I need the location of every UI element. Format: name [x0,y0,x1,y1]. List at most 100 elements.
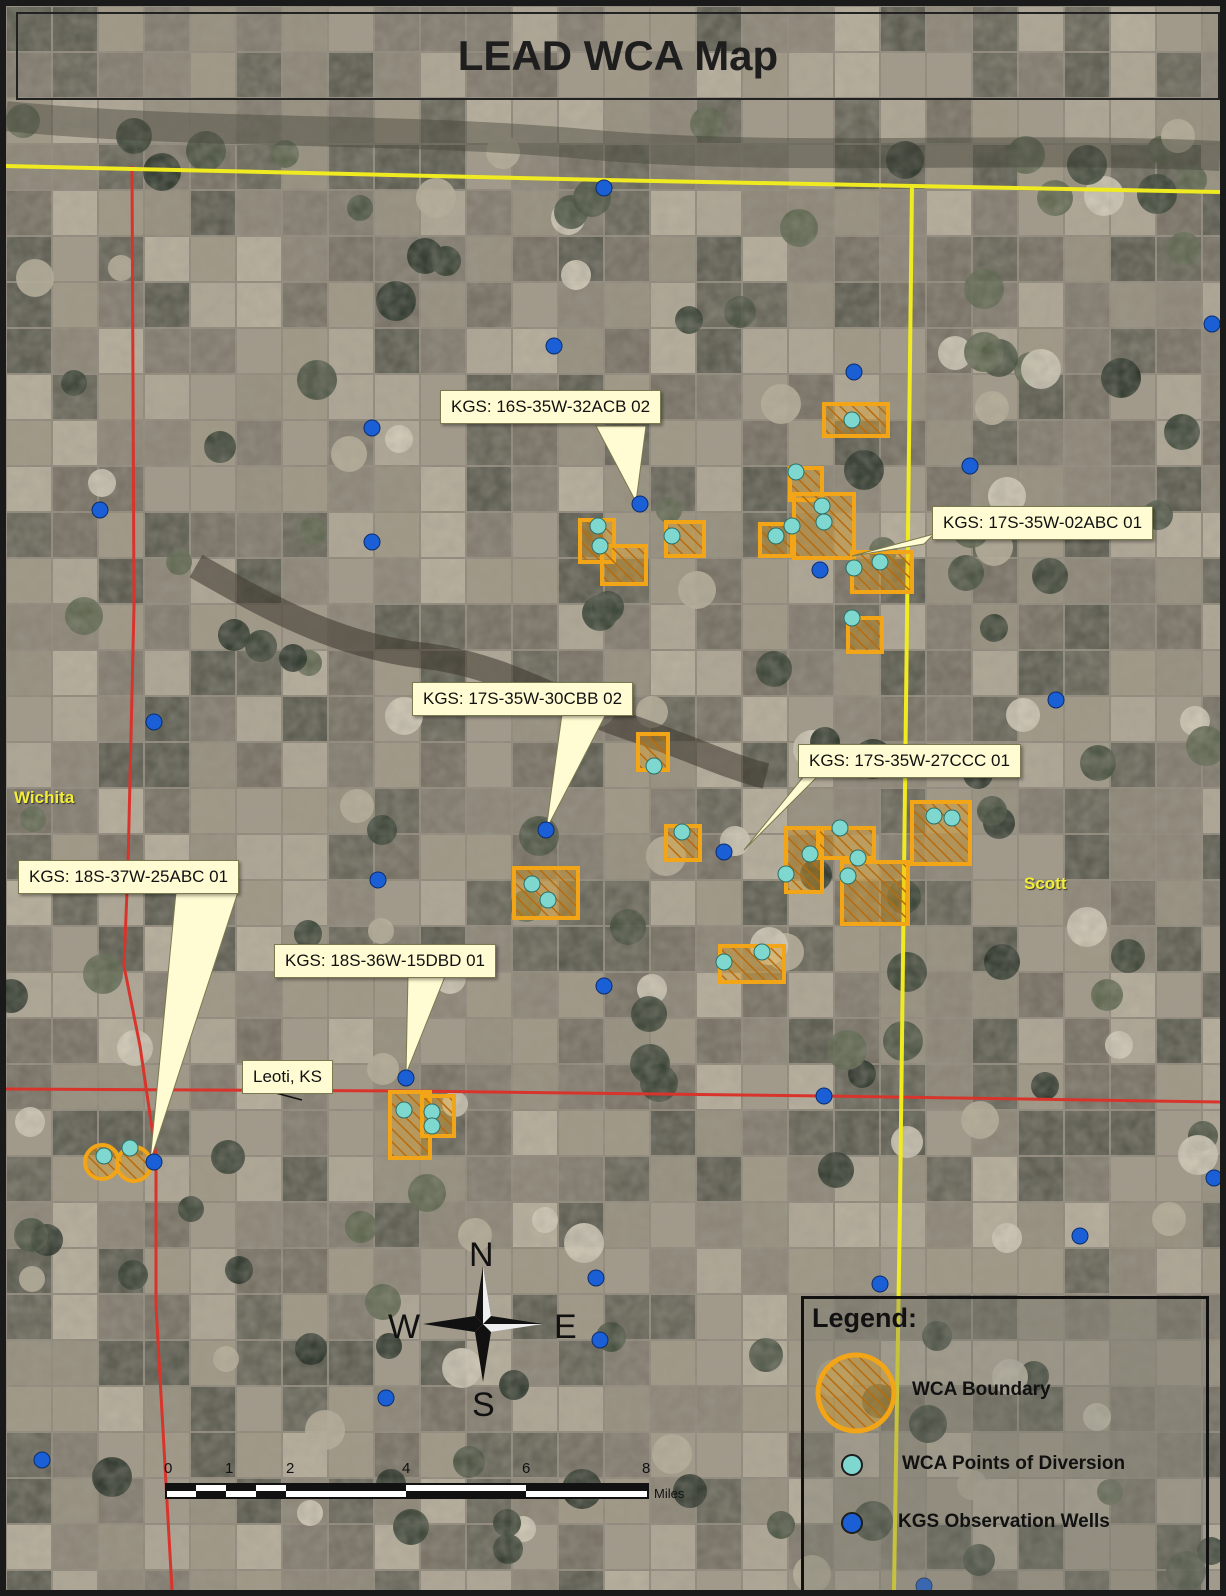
legend-label-points-of-diversion: WCA Points of Diversion [902,1453,1126,1474]
observation-well [1203,315,1220,333]
legend-label-observation-wells: KGS Observation Wells [898,1511,1110,1532]
diversion-point [591,537,609,555]
diversion-point [831,819,849,837]
map-title-box: LEAD WCA Map [16,12,1220,100]
callout-leader [851,533,936,557]
town-label-leoti: Leoti, KS [242,1060,333,1094]
scale-tick-6: 6 [522,1460,531,1477]
diversion-point [539,891,557,909]
blue-point-icon [841,1512,863,1534]
scale-unit-label: Miles [654,1486,685,1501]
observation-well [33,1451,51,1469]
diversion-point [673,823,691,841]
diversion-point [645,757,663,775]
diversion-point [845,559,863,577]
observation-well [1205,1169,1220,1187]
compass-west-label: W [388,1308,421,1346]
observation-well [845,363,863,381]
diversion-point [783,517,801,535]
creek-valley [189,554,770,789]
observation-well [91,501,109,519]
observation-well [537,821,555,839]
diversion-point [95,1147,113,1165]
river-valley [6,101,1220,171]
diversion-point [849,849,867,867]
compass-east-label: E [554,1308,577,1346]
diversion-point [943,809,961,827]
callout-leaders [149,425,936,1163]
county-label-wichita: Wichita [14,788,75,807]
observation-wells [33,179,1220,1590]
diversion-point [813,497,831,515]
scale-tick-8: 8 [642,1460,651,1477]
diversion-point [815,513,833,531]
scale-tick-4: 4 [402,1460,411,1477]
diversion-point [663,527,681,545]
observation-well [1047,691,1065,709]
observation-well [595,977,613,995]
diversion-point [843,411,861,429]
observation-well [595,179,613,197]
compass-north-label: N [469,1236,494,1274]
diversion-point [801,845,819,863]
cyan-point-icon [841,1454,863,1476]
observation-well [715,843,733,861]
compass-south-label: S [472,1386,495,1424]
diversion-point [777,865,795,883]
legend-title: Legend: [812,1303,917,1333]
observation-well [397,1069,415,1087]
diversion-point [767,527,785,545]
hatched-orange-circle-icon [815,1352,897,1434]
diversion-point [589,517,607,535]
compass-rose-icon [423,1266,543,1382]
scale-tick-1: 1 [225,1460,234,1477]
diversion-point [715,953,733,971]
highway-north-south [122,165,174,1590]
observation-well [377,1389,395,1407]
observation-well [145,713,163,731]
map-canvas[interactable] [6,6,1220,1590]
observation-well [545,337,563,355]
observation-well [369,871,387,889]
diversion-points [95,411,961,1165]
observation-well [363,419,381,437]
callout-17s-35w-02abc-01[interactable]: KGS: 17S-35W-02ABC 01 [932,506,1154,540]
callout-17s-35w-27ccc-01[interactable]: KGS: 17S-35W-27CCC 01 [798,744,1021,778]
legend-label-wca-boundary: WCA Boundary [912,1379,1051,1400]
observation-well [871,1275,889,1293]
observation-well [591,1331,609,1349]
observation-well [811,561,829,579]
diversion-point [395,1101,413,1119]
diversion-point [925,807,943,825]
terrain-texture [6,6,1220,1590]
callout-18s-36w-15dbd-01[interactable]: KGS: 18S-36W-15DBD 01 [274,944,496,978]
county-line-east [892,185,914,1590]
observation-well [915,1577,933,1590]
observation-well [1071,1227,1089,1245]
callout-leader [595,425,647,504]
observation-well [363,533,381,551]
scale-tick-2: 2 [286,1460,295,1477]
observation-well [961,457,979,475]
diversion-point [787,463,805,481]
highway-east-west [6,1087,1220,1104]
diversion-point [753,943,771,961]
observation-well [631,495,649,513]
county-label-scott: Scott [1024,874,1067,893]
diversion-point [523,875,541,893]
scale-bar [165,1483,649,1499]
diversion-point [843,609,861,627]
callout-16s-35w-32acb-02[interactable]: KGS: 16S-35W-32ACB 02 [440,390,662,424]
scale-tick-0: 0 [164,1460,173,1477]
diversion-point [423,1117,441,1135]
wca-boundary-box [600,544,648,586]
diversion-point [121,1139,139,1157]
observation-well [587,1269,605,1287]
diversion-point [871,553,889,571]
callout-18s-37w-25abc-01[interactable]: KGS: 18S-37W-25ABC 01 [18,860,240,894]
observation-well [145,1153,163,1171]
callout-17s-35w-30cbb-02[interactable]: KGS: 17S-35W-30CBB 02 [412,682,634,716]
map-title: LEAD WCA Map [457,32,779,79]
wca-boundary-box [850,550,914,594]
